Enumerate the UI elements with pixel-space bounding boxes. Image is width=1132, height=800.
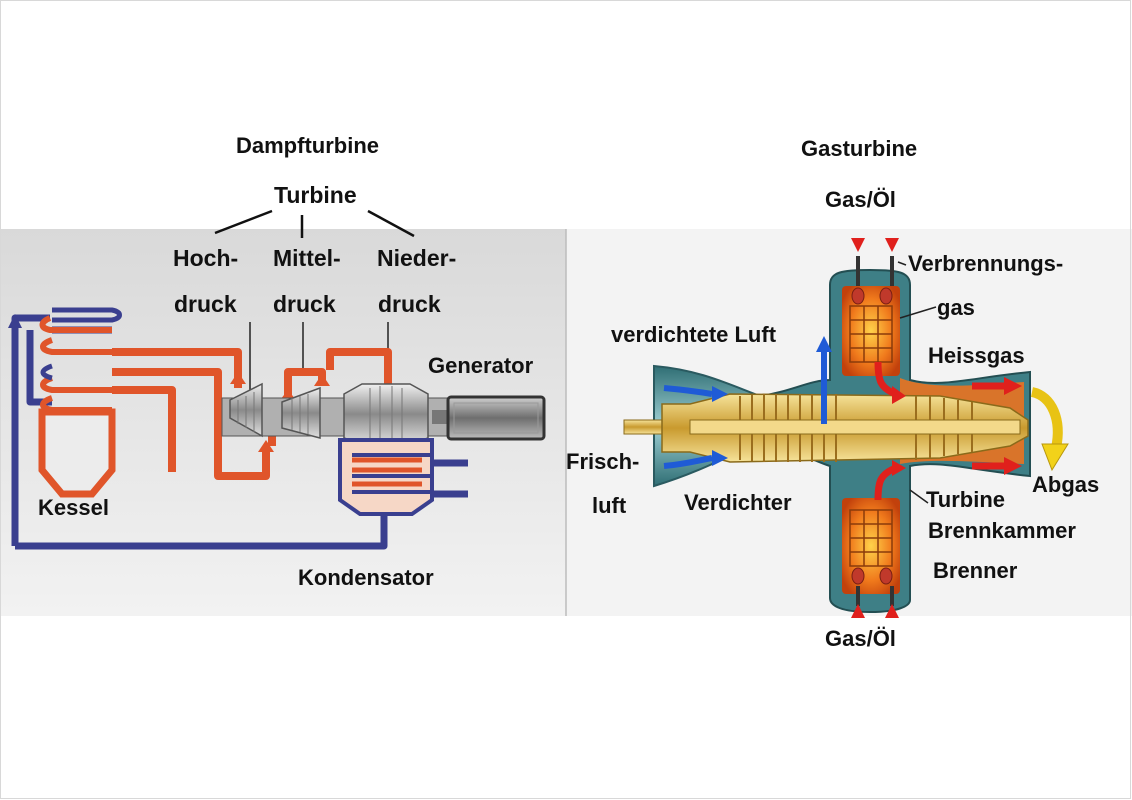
fuel-arrows: [851, 238, 899, 618]
fresh-air-label-1: Frisch-: [566, 449, 640, 474]
condenser-label: Kondensator: [298, 565, 434, 590]
intermediate-pressure-label-1: Mittel-: [273, 245, 341, 271]
hot-gas-arrowheads: [892, 377, 1022, 476]
turbine-bracket: [214, 209, 415, 238]
air-arrowheads: [712, 336, 832, 466]
combustion-grids: [849, 305, 893, 567]
low-pressure-label-1: Nieder-: [377, 245, 457, 271]
generator-label: Generator: [428, 353, 534, 378]
compressor-label: Verdichter: [684, 490, 792, 515]
turbine-label: Turbine: [274, 182, 357, 208]
compressed-air-label: verdichtete Luft: [611, 322, 777, 347]
water-arrow-up: [8, 314, 22, 328]
condenser: [338, 438, 434, 516]
exhaust-arrow: [1030, 387, 1069, 472]
fuel-bottom-label: Gas/Öl: [825, 626, 896, 651]
generator-unit: [432, 395, 546, 441]
boiler: [38, 307, 122, 498]
combustion-gas-label-1: Verbrennungs-: [908, 251, 1064, 276]
turbine-gas-label: Turbine: [926, 487, 1006, 512]
stage-pointers: [249, 322, 389, 392]
gas-pointers: [897, 261, 937, 504]
low-pressure-label-2: druck: [378, 291, 441, 317]
exhaust-label: Abgas: [1032, 472, 1100, 497]
steam-turbine-title: Dampfturbine: [236, 133, 379, 158]
air-arrows: [663, 348, 827, 469]
burners: [851, 287, 893, 585]
gas-rotor: [623, 393, 1029, 463]
high-pressure-label-2: druck: [174, 291, 237, 317]
boiler-label: Kessel: [38, 495, 109, 520]
turbine-stages: [221, 382, 451, 445]
burner-label: Brenner: [933, 558, 1018, 583]
gas-turbine-title: Gasturbine: [801, 136, 918, 161]
hot-gas-label: Heissgas: [928, 343, 1025, 368]
fuel-top-label: Gas/Öl: [825, 187, 896, 212]
intermediate-pressure-label-2: druck: [273, 291, 336, 317]
high-pressure-label-1: Hoch-: [173, 245, 239, 271]
fuel-nozzles: [856, 256, 894, 606]
combustion-chamber-label: Brennkammer: [928, 518, 1076, 543]
fresh-air-label-2: luft: [592, 493, 627, 518]
combustion-gas-label-2: gas: [937, 295, 975, 320]
